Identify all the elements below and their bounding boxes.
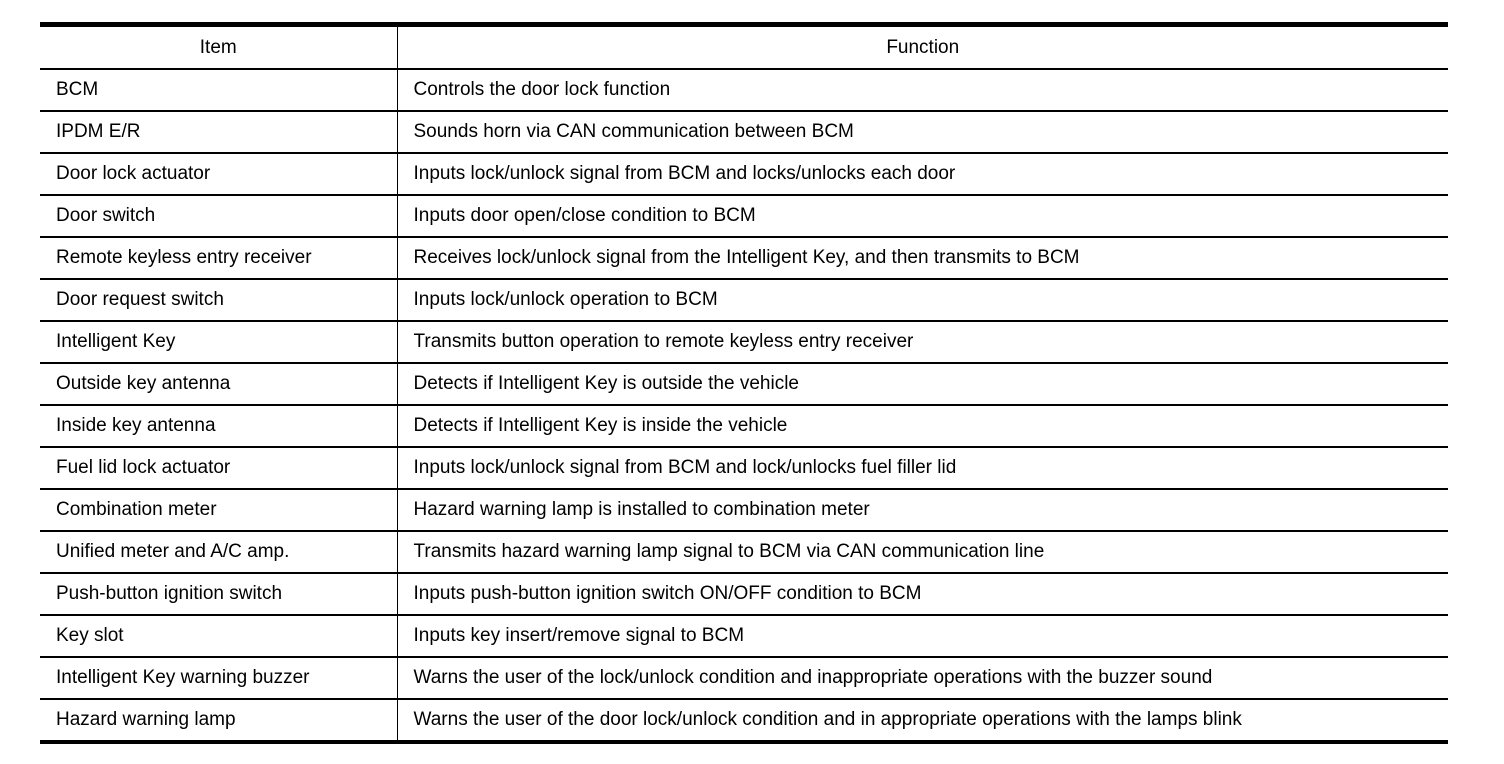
function-cell: Inputs push-button ignition switch ON/OF… [397,573,1448,616]
item-cell: Door request switch [40,279,398,322]
item-cell: Combination meter [40,489,398,532]
function-cell: Detects if Intelligent Key is inside the… [397,405,1448,448]
item-cell: Remote keyless entry receiver [40,237,398,280]
item-cell: Fuel lid lock actuator [40,447,398,490]
function-cell: Transmits button operation to remote key… [397,321,1448,364]
item-cell: Door lock actuator [40,153,398,196]
function-cell: Transmits hazard warning lamp signal to … [397,531,1448,574]
header-row: Item Function [40,24,1448,70]
item-cell: Outside key antenna [40,363,398,406]
item-cell: BCM [40,69,398,112]
function-cell: Inputs lock/unlock signal from BCM and l… [397,153,1448,196]
item-cell: Push-button ignition switch [40,573,398,616]
item-cell: Intelligent Key warning buzzer [40,657,398,700]
item-cell: Hazard warning lamp [40,699,398,743]
function-cell: Inputs door open/close condition to BCM [397,195,1448,238]
item-cell: Inside key antenna [40,405,398,448]
function-cell: Inputs lock/unlock signal from BCM and l… [397,447,1448,490]
item-cell: IPDM E/R [40,111,398,154]
function-cell: Warns the user of the lock/unlock condit… [397,657,1448,700]
function-cell: Warns the user of the door lock/unlock c… [397,699,1448,743]
item-cell: Door switch [40,195,398,238]
item-cell: Intelligent Key [40,321,398,364]
item-cell: Unified meter and A/C amp. [40,531,398,574]
function-cell: Receives lock/unlock signal from the Int… [397,237,1448,280]
column-header-item: Item [40,24,398,70]
function-cell: Inputs key insert/remove signal to BCM [397,615,1448,658]
function-cell: Controls the door lock function [397,69,1448,112]
function-cell: Sounds horn via CAN communication betwee… [397,111,1448,154]
column-header-function: Function [397,24,1448,70]
table-row: Unified meter and A/C amp.Transmits haza… [40,531,1448,574]
item-cell: Key slot [40,615,398,658]
function-cell: Detects if Intelligent Key is outside th… [397,363,1448,406]
function-cell: Hazard warning lamp is installed to comb… [397,489,1448,532]
function-cell: Inputs lock/unlock operation to BCM [397,279,1448,322]
